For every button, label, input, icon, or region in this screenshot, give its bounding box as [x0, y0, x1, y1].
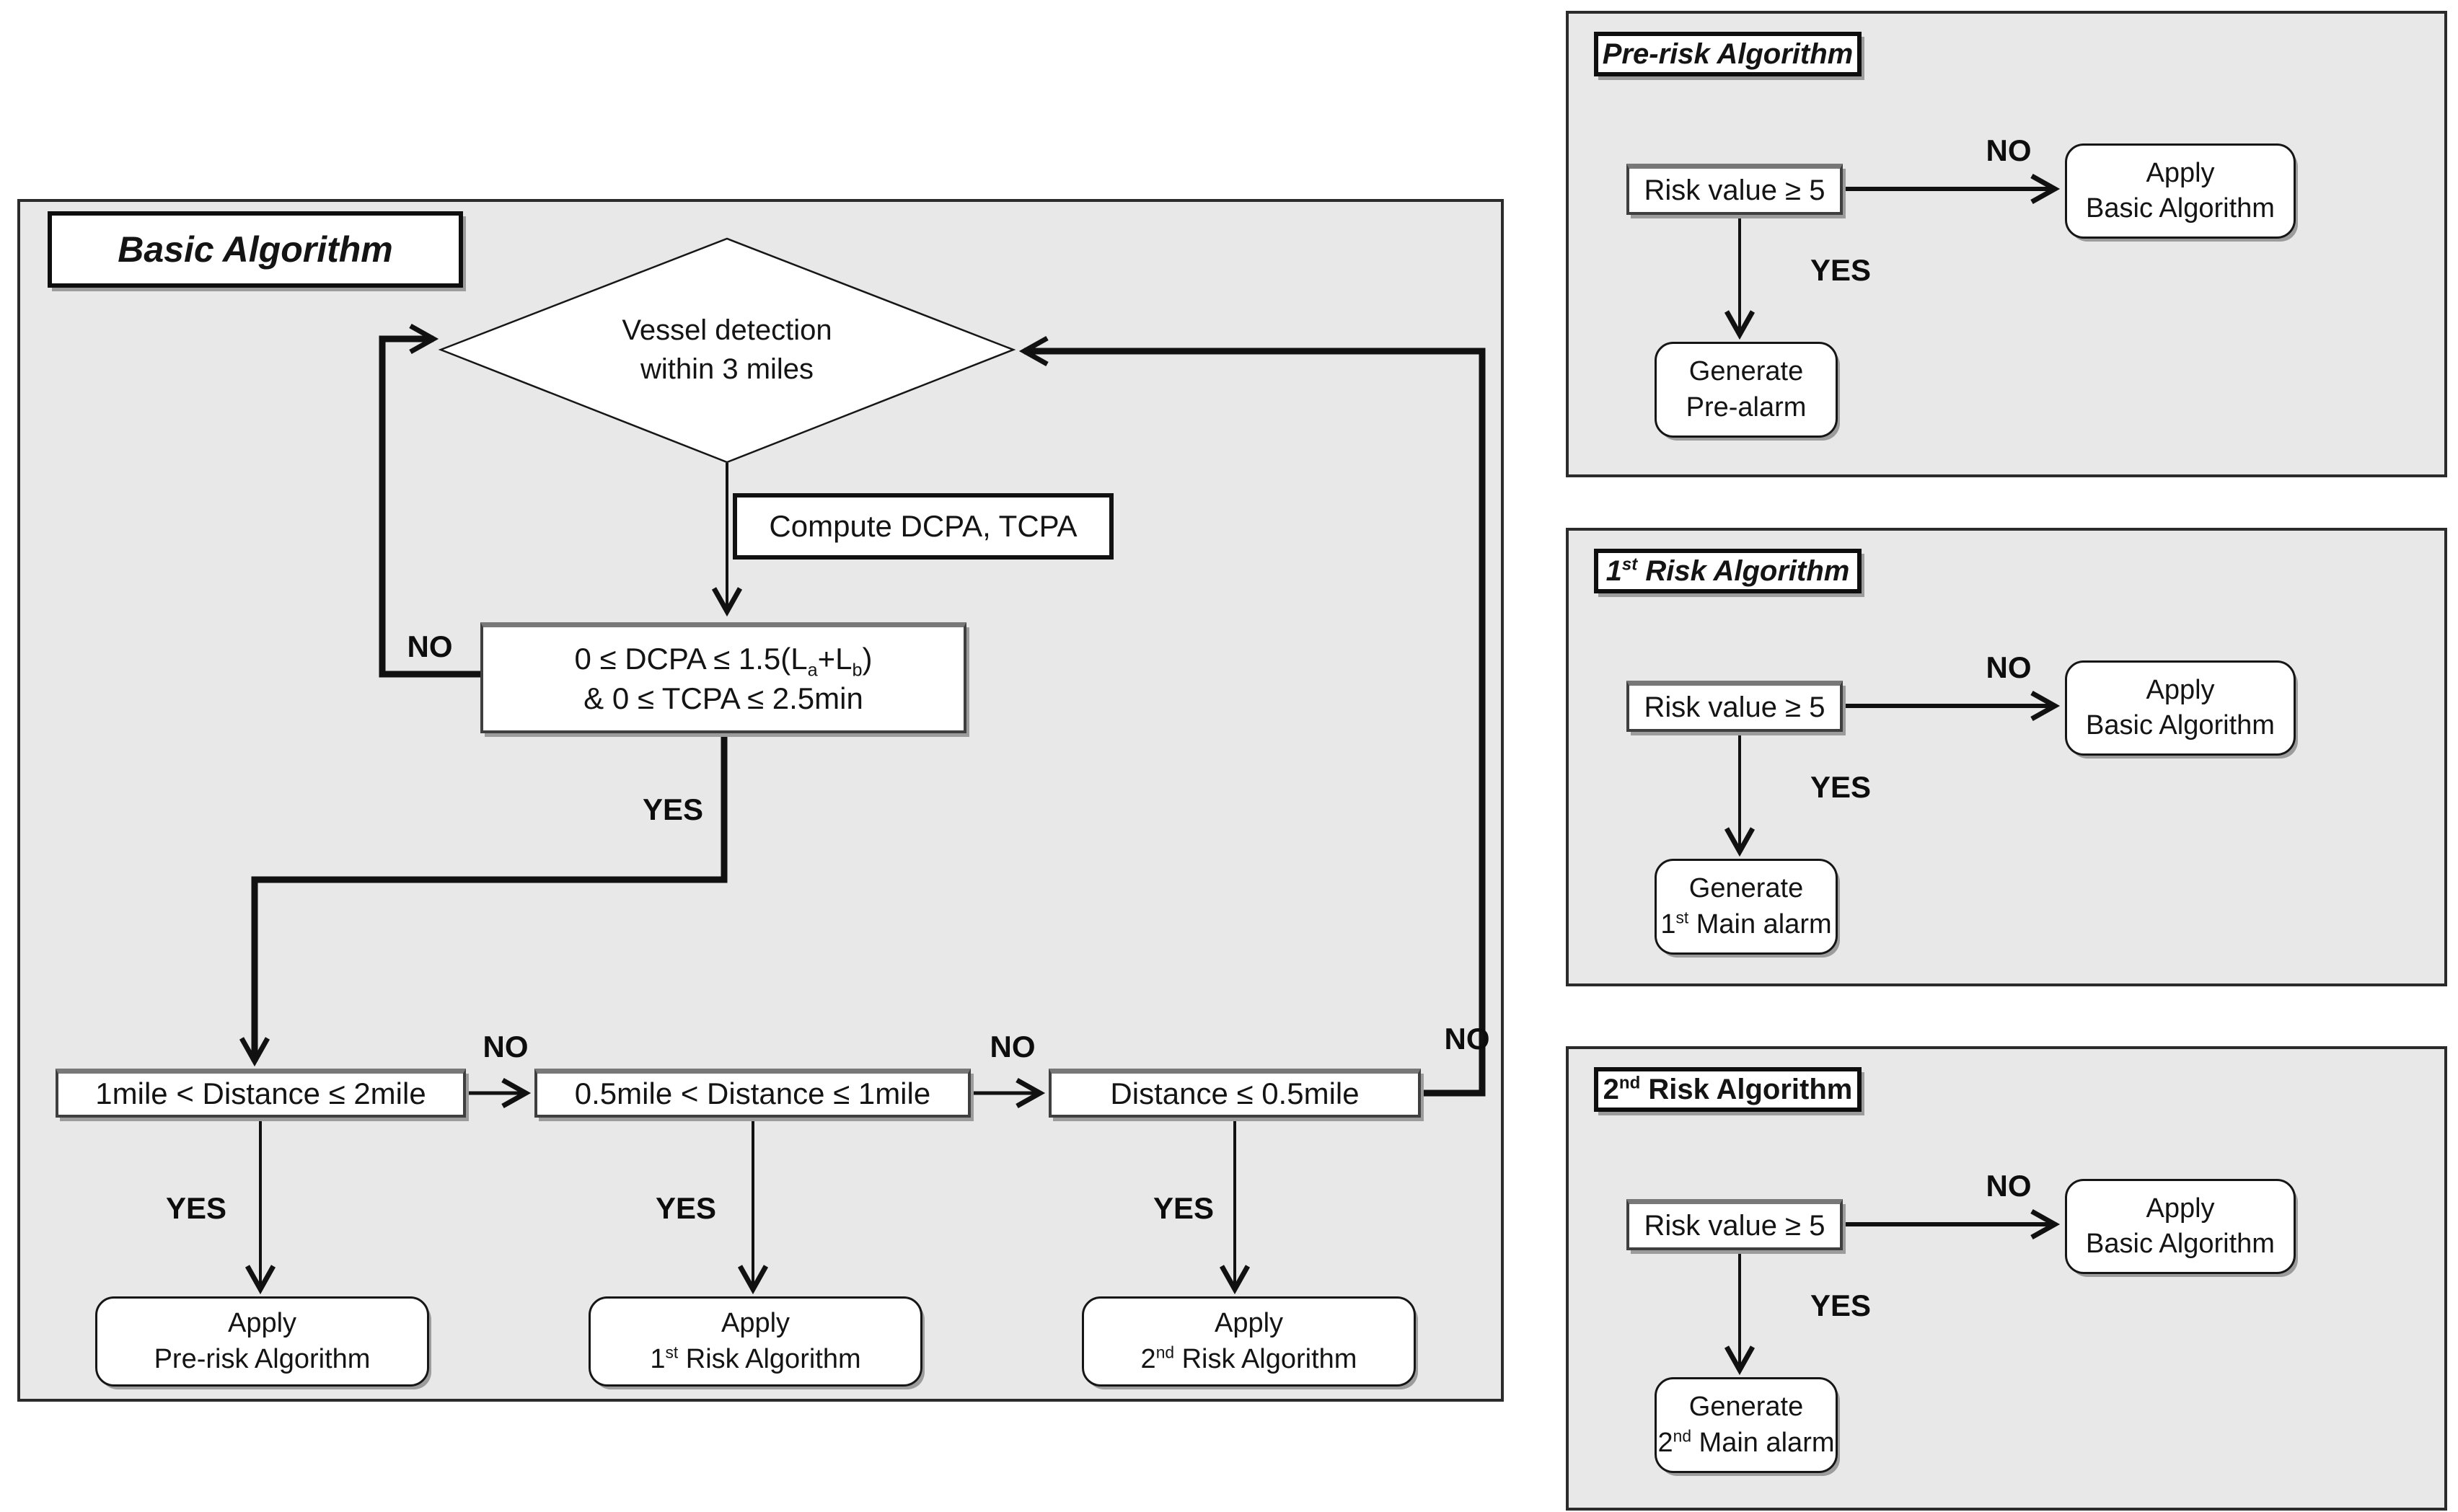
second-risk-apply-basic-box: Apply Basic Algorithm	[2065, 1179, 2296, 1274]
dcpa-tcpa-condition-box: 0 ≤ DCPA ≤ 1.5(La+Lb) & 0 ≤ TCPA ≤ 2.5mi…	[480, 622, 966, 733]
second-risk-apply-line1: Apply	[2146, 1193, 2215, 1224]
second-risk-generate-line2: 2nd Main alarm	[1657, 1425, 1835, 1458]
vessel-detection-line2: within 3 miles	[640, 353, 814, 385]
first-risk-apply-line1: Apply	[2146, 674, 2215, 705]
pre-risk-generate-box: Generate Pre-alarm	[1655, 342, 1838, 438]
second-risk-apply-line2: Basic Algorithm	[2086, 1229, 2275, 1259]
no-label-dist3: NO	[1444, 1022, 1490, 1056]
no-label-first-risk: NO	[1986, 650, 2032, 684]
yes-label-dist3: YES	[1153, 1191, 1215, 1225]
first-risk-apply-line2: Basic Algorithm	[2086, 710, 2275, 740]
pre-risk-generate-line1: Generate	[1688, 356, 1804, 387]
yes-label-second-risk: YES	[1810, 1288, 1872, 1322]
compute-dcpa-tcpa-text: Compute DCPA, TCPA	[769, 508, 1078, 543]
no-label-pre-risk: NO	[1986, 133, 2032, 167]
pre-risk-value-text: Risk value ≥ 5	[1644, 174, 1825, 206]
distance-le-05-mile-box: Distance ≤ 0.5mile	[1049, 1069, 1421, 1118]
second-risk-title-text: 2nd Risk Algorithm	[1603, 1073, 1853, 1105]
first-risk-generate-line1: Generate	[1688, 873, 1804, 904]
compute-dcpa-tcpa-box: Compute DCPA, TCPA	[733, 493, 1114, 560]
first-risk-value-box: Risk value ≥ 5	[1626, 681, 1843, 732]
pre-risk-title-text: Pre-risk Algorithm	[1602, 38, 1854, 70]
no-label-dist1: NO	[483, 1030, 529, 1064]
apply-pre-risk-box: Apply Pre-risk Algorithm	[95, 1296, 429, 1387]
second-risk-generate-line1: Generate	[1688, 1392, 1804, 1423]
second-risk-generate-box: Generate 2nd Main alarm	[1655, 1377, 1838, 1473]
first-risk-generate-box: Generate 1st Main alarm	[1655, 859, 1838, 955]
apply-first-risk-box: Apply 1st Risk Algorithm	[589, 1296, 922, 1387]
first-risk-apply-basic-box: Apply Basic Algorithm	[2065, 660, 2296, 756]
apply-first-risk-line2: 1st Risk Algorithm	[650, 1342, 861, 1374]
second-risk-value-box: Risk value ≥ 5	[1626, 1199, 1843, 1250]
basic-algorithm-title-text: Basic Algorithm	[118, 229, 393, 270]
pre-risk-title: Pre-risk Algorithm	[1594, 32, 1862, 76]
first-risk-generate-line2: 1st Main alarm	[1660, 907, 1832, 940]
vessel-detection-decision: Vessel detection within 3 miles	[511, 285, 943, 415]
distance-1-2-mile-text: 1mile < Distance ≤ 2mile	[95, 1076, 426, 1111]
pre-risk-value-box: Risk value ≥ 5	[1626, 164, 1843, 215]
distance-le-05-mile-text: Distance ≤ 0.5mile	[1110, 1076, 1360, 1111]
first-risk-title: 1st Risk Algorithm	[1594, 549, 1862, 593]
vessel-detection-line1: Vessel detection	[622, 314, 832, 346]
second-risk-value-text: Risk value ≥ 5	[1644, 1210, 1825, 1242]
pre-risk-generate-line2: Pre-alarm	[1686, 392, 1807, 423]
pre-risk-apply-line2: Basic Algorithm	[2086, 193, 2275, 224]
distance-05-1-mile-text: 0.5mile < Distance ≤ 1mile	[574, 1076, 931, 1111]
second-risk-title: 2nd Risk Algorithm	[1594, 1067, 1862, 1112]
condition-line2: & 0 ≤ TCPA ≤ 2.5min	[583, 681, 863, 715]
first-risk-title-text: 1st Risk Algorithm	[1605, 554, 1850, 587]
distance-05-1-mile-box: 0.5mile < Distance ≤ 1mile	[534, 1069, 971, 1118]
no-label-condition: NO	[407, 629, 453, 663]
pre-risk-apply-line1: Apply	[2146, 157, 2215, 188]
apply-pre-risk-line1: Apply	[227, 1308, 297, 1339]
no-label-second-risk: NO	[1986, 1169, 2032, 1203]
apply-second-risk-box: Apply 2nd Risk Algorithm	[1082, 1296, 1416, 1387]
yes-label-dist2: YES	[655, 1191, 717, 1225]
pre-risk-apply-basic-box: Apply Basic Algorithm	[2065, 143, 2296, 239]
apply-second-risk-line1: Apply	[1214, 1308, 1284, 1339]
condition-line1: 0 ≤ DCPA ≤ 1.5(La+Lb)	[574, 641, 873, 681]
yes-label-condition: YES	[642, 792, 704, 826]
yes-label-first-risk: YES	[1810, 770, 1872, 804]
apply-pre-risk-line2: Pre-risk Algorithm	[154, 1343, 371, 1374]
yes-label-pre-risk: YES	[1810, 253, 1872, 287]
first-risk-value-text: Risk value ≥ 5	[1644, 691, 1825, 723]
basic-algorithm-title: Basic Algorithm	[48, 211, 463, 288]
distance-1-2-mile-box: 1mile < Distance ≤ 2mile	[56, 1069, 466, 1118]
no-label-dist2: NO	[990, 1030, 1036, 1064]
apply-first-risk-line1: Apply	[721, 1308, 790, 1339]
yes-label-dist1: YES	[165, 1191, 227, 1225]
apply-second-risk-line2: 2nd Risk Algorithm	[1140, 1342, 1357, 1374]
